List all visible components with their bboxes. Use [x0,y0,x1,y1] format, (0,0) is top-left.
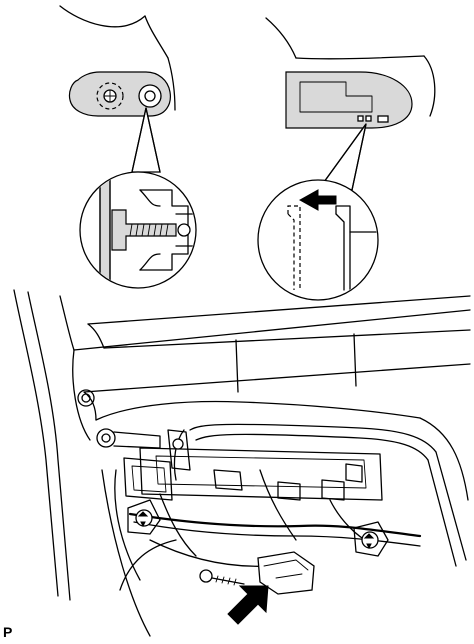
left-cover-outline [59,5,176,111]
bold-arrow-icon [227,585,269,625]
clip-icon [138,84,162,108]
right-zoom-detail [257,179,379,301]
door-hole [77,389,95,407]
clip-holder-right [353,521,389,557]
outside-handle-frame [139,423,467,567]
right-cover-outline [265,17,436,117]
bolt-icon [199,569,245,586]
claw-icons [357,115,389,123]
right-cover-panel [285,71,413,129]
screw-icon [96,82,124,110]
door-frame [13,289,471,601]
left-zoom-leader [131,107,161,173]
handle-cover-part [257,551,315,595]
right-zoom-leader [322,123,367,191]
handle-bracket [167,429,363,501]
door-inner-panel [95,400,469,637]
cable-harness [114,469,422,581]
lock-cylinder [96,428,173,501]
clip-holder-left [127,499,161,535]
figure-code-label: P [3,624,13,640]
left-zoom-detail [79,171,197,289]
left-arrow-icon [298,189,337,211]
